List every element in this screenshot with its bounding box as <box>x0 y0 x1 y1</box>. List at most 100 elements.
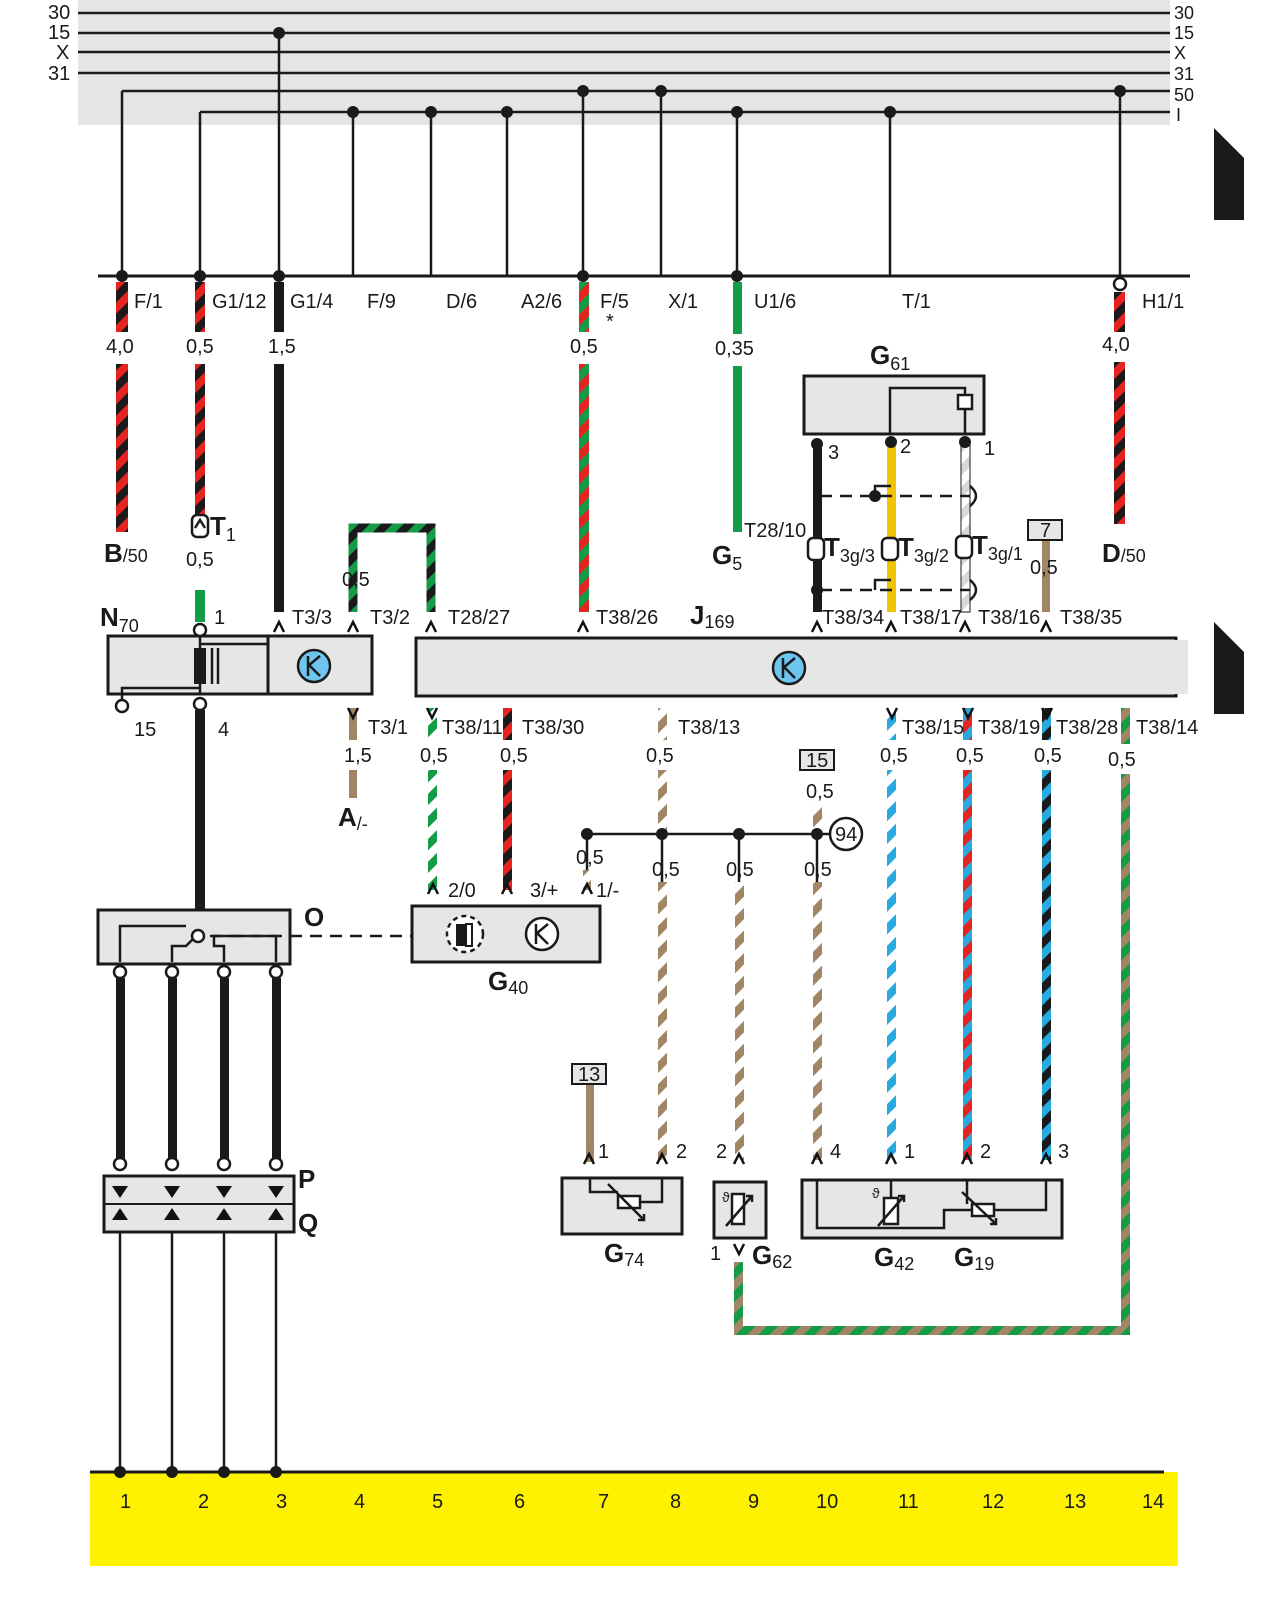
arrow-down-icon <box>961 707 975 721</box>
pin-g62-1: 1 <box>710 1243 721 1265</box>
size-0-5: 0,5 <box>652 859 680 881</box>
svg-text:ϑ: ϑ <box>872 1185 880 1201</box>
wire-red-black <box>503 708 512 740</box>
rail-label-left-15: 15 <box>48 22 70 44</box>
size-0-5: 0,5 <box>956 745 984 767</box>
wire-red-black <box>195 282 205 332</box>
pin-t3813: T38/13 <box>678 717 740 739</box>
ground-94-label: 94 <box>835 824 857 846</box>
size-4-0: 4,0 <box>106 336 134 358</box>
ground-bus-94: 94 <box>581 816 864 882</box>
upper-wires <box>116 282 1125 622</box>
terminal <box>268 964 284 980</box>
label-o: O <box>304 902 324 932</box>
wire-blue-black <box>1042 708 1051 740</box>
arrow-up-icon <box>426 881 440 895</box>
connector-icon <box>954 534 974 560</box>
pin-g42-1: 1 <box>904 1141 915 1163</box>
rail-band <box>78 0 1170 125</box>
continue-arrow-icon[interactable] <box>1214 622 1244 714</box>
size-0-5: 0,5 <box>420 745 448 767</box>
wire-red-black <box>1114 292 1125 332</box>
junction-dot <box>731 270 743 282</box>
pin-n70-4: 4 <box>218 719 229 741</box>
conn-u16: U1/6 <box>754 291 796 313</box>
size-0-5: 0,5 <box>804 859 832 881</box>
column-number: 1 <box>120 1491 131 1513</box>
open-terminal <box>1112 276 1128 292</box>
pin-t2810: T28/10 <box>744 520 806 542</box>
arrow-down-icon <box>885 707 899 721</box>
lower-wire-sizes: 1,5 0,5 0,5 0,5 0,5 0,5 0,5 0,5 0,5 0,5 … <box>344 745 1136 881</box>
column-number: 3 <box>276 1491 287 1513</box>
pq-arrows <box>112 1186 284 1220</box>
wire-brown <box>349 770 357 798</box>
size-0-5: 0,5 <box>880 745 908 767</box>
arrow-up-icon <box>500 881 514 895</box>
pin-g40-1: 1/- <box>596 880 619 902</box>
junction-dot <box>166 1466 178 1478</box>
wire-black <box>116 978 125 1160</box>
wire-brown-white <box>813 882 822 1160</box>
conn-g112: G1/12 <box>212 291 266 313</box>
column-number: 9 <box>748 1491 759 1513</box>
size-0-5: 0,5 <box>500 745 528 767</box>
column-number: 8 <box>670 1491 681 1513</box>
wire-green <box>733 282 742 334</box>
junction-dot <box>885 436 897 448</box>
piezo-icon <box>956 393 974 411</box>
wire-green-white <box>428 708 437 740</box>
wire-white <box>960 443 971 613</box>
wire-brown-white <box>658 882 667 1160</box>
wire-green <box>195 590 205 622</box>
pin-t31: T3/1 <box>368 717 408 739</box>
wire-brown-green <box>734 1326 1130 1335</box>
pin-g61-2: 2 <box>900 436 911 458</box>
g61-box <box>802 374 986 436</box>
conn-h11: H1/1 <box>1142 291 1184 313</box>
wire-black <box>168 978 177 1160</box>
lower-pin-labels: T3/1 T38/11 T38/30 T38/13 T38/15 T38/19 … <box>368 717 1198 739</box>
rail-labels-left: 30 15 X 31 <box>48 2 70 85</box>
connector-labels: F/1 G1/12 G1/4 F/9 D/6 A2/6 F/5 X/1 U1/6… <box>134 291 1184 333</box>
pin-g40-20: 2/0 <box>448 880 476 902</box>
wire-blue-red <box>963 770 972 1160</box>
pin-t3817: T38/17 <box>900 607 962 629</box>
pin-n70-15: 15 <box>134 719 156 741</box>
wire-yellow <box>887 444 896 612</box>
size-0-5: 0,5 <box>806 781 834 803</box>
sensor-g74: 1 2 G74 <box>560 1141 687 1270</box>
rail-label-left-x: X <box>56 42 69 64</box>
arrow-up-icon <box>732 1151 746 1165</box>
pin-t32: T3/2 <box>370 607 410 629</box>
arrow-up-icon <box>424 619 438 633</box>
terminal <box>112 964 128 980</box>
column-number: 4 <box>354 1491 365 1513</box>
wire-green <box>733 366 742 532</box>
tag-7: 7 <box>1027 519 1063 542</box>
label-a: A/- <box>338 802 368 834</box>
junction-dot <box>733 828 745 840</box>
wire-brown-green <box>734 1262 743 1332</box>
wire-black <box>813 444 822 612</box>
pq-ground-wires <box>118 1232 278 1472</box>
wire-brown <box>1042 540 1050 612</box>
arrow-up-icon <box>272 619 286 633</box>
terminal <box>216 964 232 980</box>
label-p: P <box>298 1164 315 1194</box>
column-number: 11 <box>898 1491 919 1513</box>
sensor-g62: ϑ 2 1 G62 <box>710 1141 792 1272</box>
terminal <box>268 1156 284 1172</box>
conn-f9: F/9 <box>367 291 396 313</box>
pin-n70-1: 1 <box>214 607 225 629</box>
arrow-up-icon <box>958 619 972 633</box>
continue-arrow-icon[interactable] <box>1214 128 1244 220</box>
terminal <box>164 1156 180 1172</box>
junction-dot <box>884 106 896 118</box>
size-1-5: 1,5 <box>344 745 372 767</box>
label-t3g2: T3g/2 <box>898 532 949 566</box>
rail-labels-right: 30 15 X 31 50 I <box>1174 3 1194 125</box>
arrow-up-icon <box>582 1151 596 1165</box>
conn-f1: F/1 <box>134 291 163 313</box>
size-0-5: 0,5 <box>342 569 370 591</box>
